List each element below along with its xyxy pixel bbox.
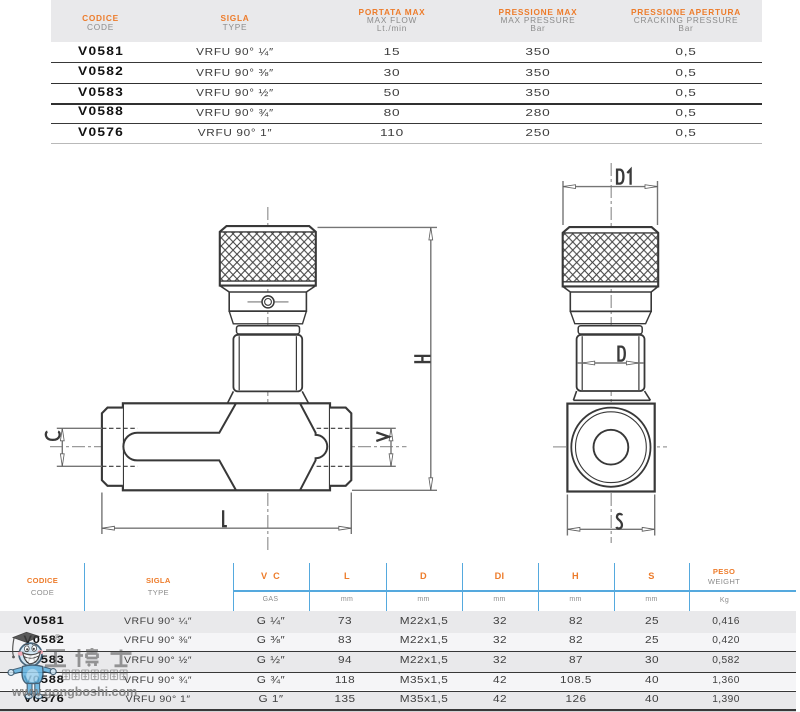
svg-text:®: ®: [55, 633, 61, 642]
